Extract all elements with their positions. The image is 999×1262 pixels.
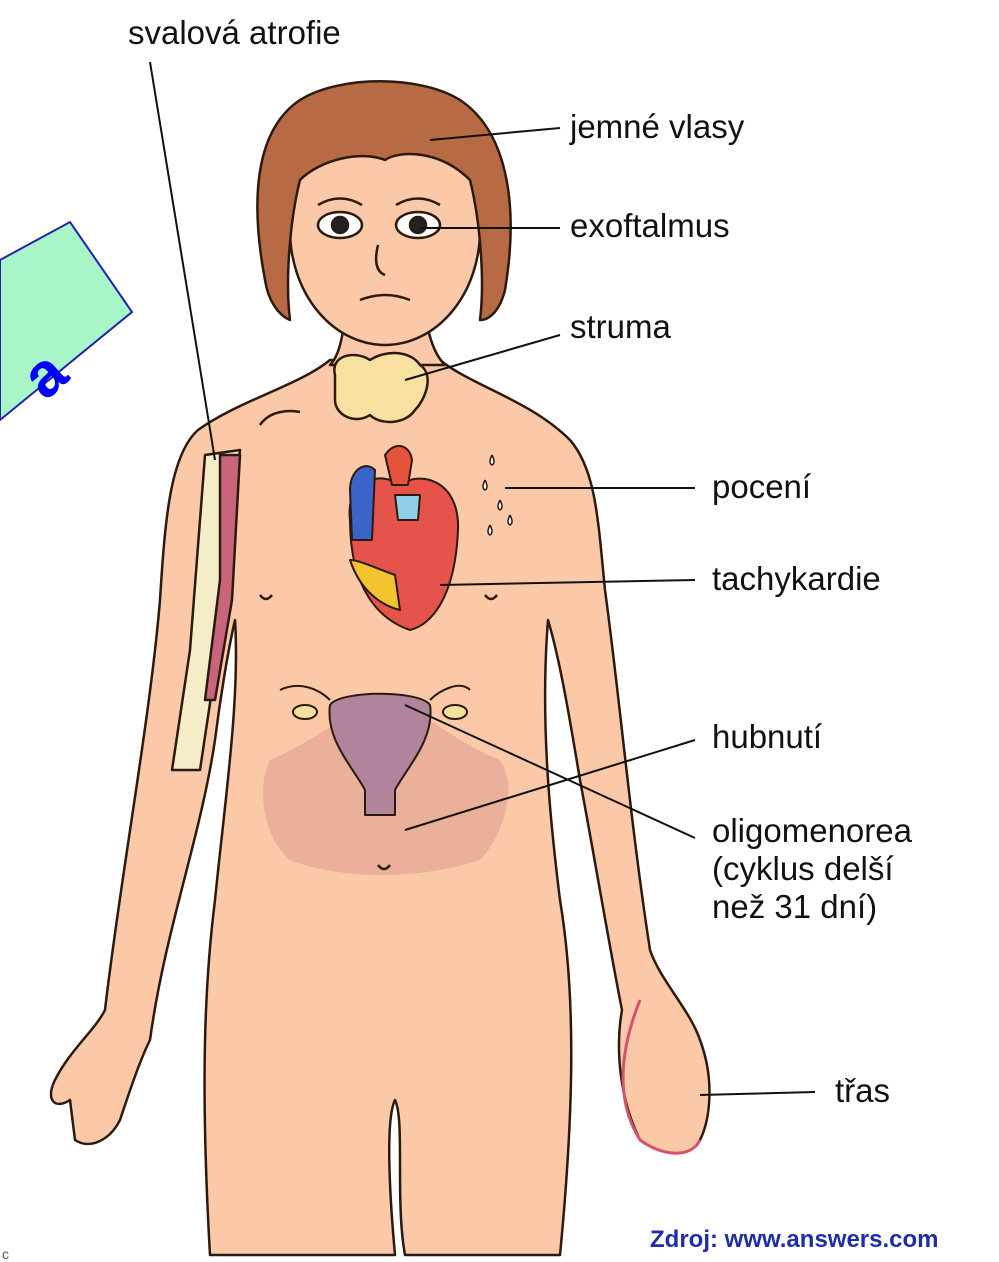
label-hubnuti: hubnutí <box>712 718 822 756</box>
label-tras: třas <box>835 1072 890 1110</box>
leader-svalova-atrofie <box>150 62 215 460</box>
label-poceni: pocení <box>712 468 811 506</box>
label-tachykardie: tachykardie <box>712 560 881 598</box>
label-exoftalmus: exoftalmus <box>570 207 730 245</box>
body-figure <box>51 81 709 1255</box>
label-jemne-vlasy: jemné vlasy <box>570 108 744 146</box>
goiter <box>334 353 427 422</box>
label-struma: struma <box>570 308 671 346</box>
leader-tras <box>700 1092 815 1095</box>
label-oligomenorea: oligomenorea (cyklus delší než 31 dní) <box>712 812 912 926</box>
label-svalova-atrofie: svalová atrofie <box>128 14 341 52</box>
corner-mark: c <box>2 1246 9 1262</box>
source-credit: Zdroj: www.answers.com <box>650 1226 939 1254</box>
